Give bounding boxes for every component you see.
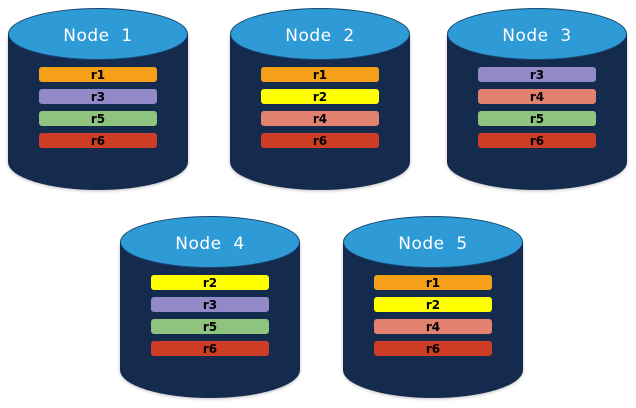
replica-label: r1 — [425, 275, 441, 290]
replica-label: r2 — [312, 89, 328, 104]
replica-label: r6 — [202, 341, 218, 356]
node-title-label: Node 1 — [63, 26, 133, 46]
node-cylinder-top-disc — [230, 8, 410, 60]
replica-bar[interactable]: r6 — [150, 340, 270, 357]
replica-list: r1 r2 r4 r6 — [260, 66, 380, 149]
node-title-label: Node 2 — [285, 26, 355, 46]
node-cylinder-top-disc — [8, 8, 188, 60]
replica-bar[interactable]: r5 — [477, 110, 597, 127]
replica-label: r4 — [425, 319, 441, 334]
database-node-cylinder[interactable]: Node 5 r1 r2 r4 r6 — [343, 216, 523, 398]
node-title-label: Node 5 — [398, 234, 468, 254]
replica-bar[interactable]: r1 — [260, 66, 380, 83]
replica-bar[interactable]: r2 — [260, 88, 380, 105]
replica-label: r6 — [312, 133, 328, 148]
node-title-label: Node 3 — [502, 26, 572, 46]
replica-bar[interactable]: r4 — [373, 318, 493, 335]
replica-bar[interactable]: r3 — [38, 88, 158, 105]
replica-label: r6 — [529, 133, 545, 148]
replica-label: r3 — [529, 67, 545, 82]
replica-bar[interactable]: r1 — [373, 274, 493, 291]
replica-bar[interactable]: r2 — [150, 274, 270, 291]
replica-bar[interactable]: r5 — [150, 318, 270, 335]
replica-bar[interactable]: r3 — [477, 66, 597, 83]
database-node-cylinder[interactable]: Node 3 r3 r4 r5 r6 — [447, 8, 627, 190]
database-node-cylinder[interactable]: Node 1 r1 r3 r5 r6 — [8, 8, 188, 190]
replica-bar[interactable]: r6 — [260, 132, 380, 149]
replica-label: r4 — [312, 111, 328, 126]
replica-label: r1 — [312, 67, 328, 82]
replica-list: r3 r4 r5 r6 — [477, 66, 597, 149]
replica-list: r1 r3 r5 r6 — [38, 66, 158, 149]
replica-label: r3 — [202, 297, 218, 312]
replica-bar[interactable]: r6 — [373, 340, 493, 357]
node-title-label: Node 4 — [175, 234, 245, 254]
replica-label: r4 — [529, 89, 545, 104]
replica-label: r5 — [90, 111, 106, 126]
replica-bar[interactable]: r3 — [150, 296, 270, 313]
node-cylinder-top-disc — [447, 8, 627, 60]
replica-bar[interactable]: r4 — [260, 110, 380, 127]
replica-bar[interactable]: r4 — [477, 88, 597, 105]
node-cylinder-top-disc — [120, 216, 300, 268]
replica-list: r1 r2 r4 r6 — [373, 274, 493, 357]
replica-bar[interactable]: r1 — [38, 66, 158, 83]
replica-label: r3 — [90, 89, 106, 104]
replica-label: r5 — [529, 111, 545, 126]
replica-bar[interactable]: r6 — [477, 132, 597, 149]
replica-list: r2 r3 r5 r6 — [150, 274, 270, 357]
database-node-cylinder[interactable]: Node 2 r1 r2 r4 r6 — [230, 8, 410, 190]
replica-label: r2 — [202, 275, 218, 290]
replica-bar[interactable]: r2 — [373, 296, 493, 313]
node-cylinder-top-disc — [343, 216, 523, 268]
replica-label: r2 — [425, 297, 441, 312]
replica-label: r5 — [202, 319, 218, 334]
database-node-cylinder[interactable]: Node 4 r2 r3 r5 r6 — [120, 216, 300, 398]
replica-label: r6 — [90, 133, 106, 148]
replica-bar[interactable]: r5 — [38, 110, 158, 127]
replica-label: r1 — [90, 67, 106, 82]
replica-bar[interactable]: r6 — [38, 132, 158, 149]
replica-label: r6 — [425, 341, 441, 356]
